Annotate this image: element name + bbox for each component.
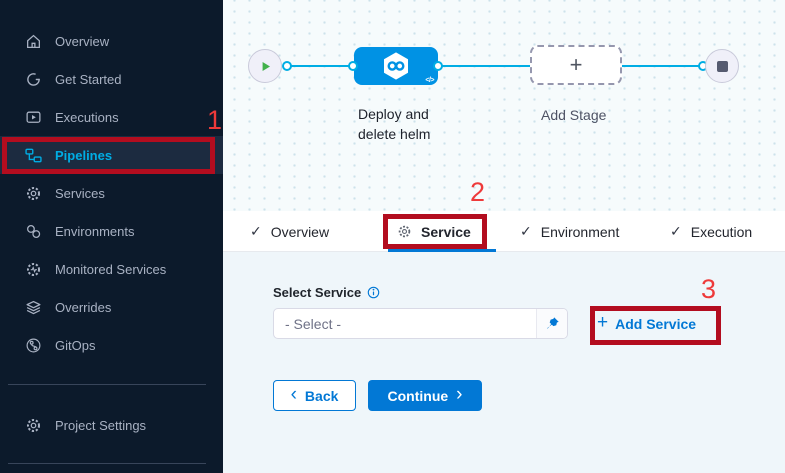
sidebar-item-label: Project Settings — [55, 417, 147, 433]
tab-gear-icon — [397, 224, 412, 239]
flow-connector — [622, 65, 703, 67]
sidebar-item-label: Executions — [55, 109, 119, 125]
active-tab-indicator — [388, 249, 496, 252]
sidebar: Overview Get Started Executions Pipeline… — [0, 0, 223, 473]
monitored-services-icon — [25, 261, 42, 278]
pin-icon — [545, 316, 560, 331]
check-icon: ✓ — [520, 223, 532, 239]
pipeline-end-node — [705, 49, 739, 83]
tab-label: Overview — [270, 223, 330, 240]
sidebar-item-services[interactable]: Services — [0, 174, 223, 212]
plus-icon: + — [597, 312, 609, 333]
tab-label: Service — [421, 223, 471, 240]
pin-button[interactable] — [536, 309, 567, 338]
tab-execution[interactable]: ✓ Execution — [670, 211, 752, 252]
sidebar-item-overrides[interactable]: Overrides — [0, 288, 223, 326]
cd-hexagon-icon — [380, 50, 412, 82]
sidebar-item-pipelines[interactable]: Pipelines — [0, 136, 223, 174]
check-icon: ✓ — [670, 223, 682, 239]
chevron-right-icon: › — [456, 383, 463, 405]
add-stage-button[interactable]: + — [530, 45, 622, 85]
tab-label: Environment — [540, 223, 620, 240]
sidebar-item-label: Overview — [55, 33, 110, 49]
sidebar-divider — [8, 463, 206, 464]
stop-square-icon — [716, 60, 728, 72]
sidebar-item-label: Monitored Services — [55, 261, 167, 277]
pipeline-start-node — [248, 49, 282, 83]
play-icon — [258, 59, 273, 74]
connector-port — [348, 61, 358, 71]
add-service-label: Add Service — [615, 316, 697, 332]
sidebar-item-label: Get Started — [55, 71, 122, 87]
sidebar-item-label: Services — [55, 185, 105, 201]
continue-button[interactable]: Continue › — [368, 380, 482, 411]
sidebar-item-label: Pipelines — [55, 147, 113, 163]
add-stage-label: Add Stage — [541, 107, 607, 123]
sidebar-item-label: GitOps — [55, 337, 96, 353]
sidebar-item-label: Overrides — [55, 299, 112, 315]
check-icon: ✓ — [250, 223, 262, 239]
flow-connector — [442, 65, 534, 67]
tab-environment[interactable]: ✓ Environment — [520, 211, 619, 252]
sidebar-item-get-started[interactable]: Get Started — [0, 60, 223, 98]
gear-icon — [25, 417, 42, 434]
sidebar-item-gitops[interactable]: GitOps — [0, 326, 223, 364]
service-tab-panel: Select Service - Select - + Add Service … — [223, 252, 785, 473]
select-placeholder: - Select - — [285, 315, 342, 332]
sidebar-item-executions[interactable]: Executions — [0, 98, 223, 136]
chevron-left-icon: ‹ — [290, 383, 297, 405]
info-icon[interactable] — [367, 286, 380, 299]
tab-label: Execution — [690, 223, 753, 240]
tab-overview[interactable]: ✓ Overview — [250, 211, 329, 252]
pipelines-icon — [25, 147, 42, 164]
pipeline-canvas[interactable]: </> + Deploy and delete helm Add Stage — [223, 0, 785, 211]
stage-label: Deploy and delete helm — [358, 106, 431, 142]
sidebar-item-overview[interactable]: Overview — [0, 22, 223, 60]
get-started-icon — [25, 71, 42, 88]
code-icon[interactable]: </> — [425, 77, 434, 84]
services-gear-icon — [25, 185, 42, 202]
connector-port — [282, 61, 292, 71]
sidebar-item-monitored-services[interactable]: Monitored Services — [0, 250, 223, 288]
flow-connector — [287, 65, 353, 67]
sidebar-item-label: Environments — [55, 223, 135, 239]
sidebar-item-project-settings[interactable]: Project Settings — [0, 406, 223, 444]
overrides-layers-icon — [25, 299, 42, 316]
stage-deploy-and-delete-helm[interactable]: </> — [354, 47, 438, 85]
sidebar-divider — [8, 384, 206, 385]
select-service-label: Select Service — [273, 285, 380, 300]
sidebar-item-environments[interactable]: Environments — [0, 212, 223, 250]
gitops-icon — [25, 337, 42, 354]
service-select-dropdown[interactable]: - Select - — [273, 308, 568, 339]
stage-tabbar: ✓ Overview Service ✓ Environment ✓ Execu… — [223, 211, 785, 252]
connector-port — [433, 61, 443, 71]
environments-icon — [25, 223, 42, 240]
tab-service[interactable]: Service — [397, 211, 471, 252]
add-service-button[interactable]: + Add Service — [597, 311, 696, 337]
back-button[interactable]: ‹ Back — [273, 380, 356, 411]
home-icon — [25, 33, 42, 50]
executions-icon — [25, 109, 42, 126]
plus-icon: + — [569, 52, 583, 77]
